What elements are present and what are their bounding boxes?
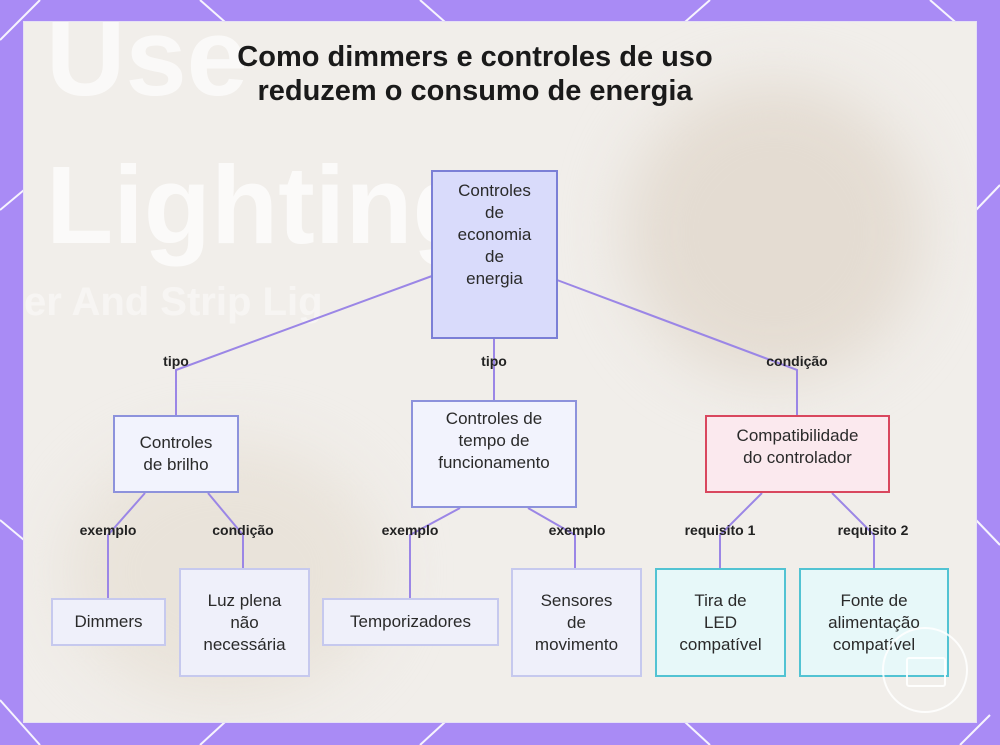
node-controles-economia: Controles de economia de energia (431, 170, 558, 339)
edge-label-condicao: condição (766, 353, 828, 369)
node-sensores-movimento: Sensores de movimento (511, 568, 642, 677)
background-blur (624, 82, 924, 382)
edge-tempo-sensores (527, 507, 576, 568)
edge-label-tipo: tipo (481, 353, 507, 369)
edge-label-tipo: tipo (163, 353, 189, 369)
edge-root-compat (556, 279, 798, 415)
edge-brilho-luz (207, 492, 244, 568)
edge-label-exemplo: exemplo (548, 522, 606, 538)
edge-label-requisito-2: requisito 2 (837, 522, 909, 538)
edge-root-brilho (175, 275, 433, 415)
diagram-title: Como dimmers e controles de uso reduzem … (237, 41, 713, 107)
node-controles-tempo: Controles de tempo de funcionamento (411, 400, 577, 508)
edge-compat-fonte (831, 492, 875, 568)
edge-label-exemplo: exemplo (381, 522, 439, 538)
node-compatibilidade: Compatibilidade do controlador (705, 415, 890, 493)
node-controles-brilho: Controles de brilho (113, 415, 239, 493)
edge-label-requisito-1: requisito 1 (684, 522, 756, 538)
edge-compat-tira (719, 492, 763, 568)
watermark-logo-icon (882, 627, 968, 713)
edge-tempo-temporizadores (409, 507, 461, 598)
background-text: Lighting (46, 144, 480, 267)
node-luz-plena: Luz plena não necessária (179, 568, 310, 677)
node-tira-led: Tira de LED compatível (655, 568, 786, 677)
edge-label-exemplo: exemplo (79, 522, 137, 538)
node-dimmers: Dimmers (51, 598, 166, 646)
background-text: er And Strip Lig (24, 280, 323, 324)
edge-brilho-dimmers (107, 492, 146, 598)
node-temporizadores: Temporizadores (322, 598, 499, 646)
edge-label-condicao: condição (212, 522, 274, 538)
background-text: Use (46, 22, 248, 119)
